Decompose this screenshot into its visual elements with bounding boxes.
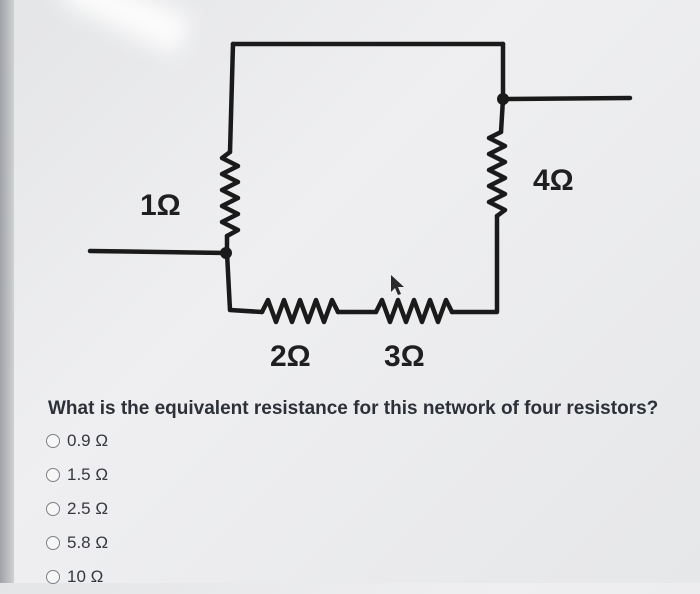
resistor-3-label: 3Ω bbox=[384, 340, 425, 373]
resistor-1-label: 1Ω bbox=[140, 189, 181, 222]
resistor-4-zigzag bbox=[486, 129, 508, 219]
left-input-lead bbox=[87, 248, 230, 256]
circuit-diagram: 1Ω 4Ω 2Ω 3Ω bbox=[87, 41, 633, 373]
answer-option-label: 5.8 Ω bbox=[67, 533, 109, 552]
answer-option-label: 1.5 Ω bbox=[67, 465, 109, 484]
resistor-3-zigzag bbox=[373, 297, 455, 325]
radio-button-icon[interactable] bbox=[46, 468, 60, 482]
left-wire-lower bbox=[224, 233, 265, 315]
radio-button-icon[interactable] bbox=[46, 570, 60, 584]
resistor-4-label: 4Ω bbox=[533, 164, 574, 197]
answer-option-label: 2.5 Ω bbox=[67, 499, 109, 518]
resistor-2-zigzag bbox=[259, 297, 341, 325]
answer-option[interactable]: 2.5 Ω bbox=[46, 492, 108, 526]
right-wire-upper bbox=[498, 41, 506, 135]
answer-option-label: 10 Ω bbox=[67, 567, 104, 586]
answer-option[interactable]: 1.5 Ω bbox=[46, 458, 108, 492]
radio-button-icon[interactable] bbox=[46, 434, 60, 448]
radio-button-icon[interactable] bbox=[46, 502, 60, 516]
mouse-cursor-icon bbox=[391, 275, 404, 295]
right-output-lead bbox=[500, 95, 633, 102]
resistor-1-zigzag bbox=[219, 149, 241, 239]
bottom-right-wire bbox=[449, 213, 500, 315]
question-text: What is the equivalent resistance for th… bbox=[48, 398, 659, 419]
answer-options: 0.9 Ω 1.5 Ω 2.5 Ω 5.8 Ω 10 Ω bbox=[46, 424, 108, 594]
resistor-2-label: 2Ω bbox=[270, 340, 311, 373]
screen-edge bbox=[0, 0, 14, 583]
answer-option-label: 0.9 Ω bbox=[67, 431, 109, 450]
answer-option[interactable]: 10 Ω bbox=[46, 560, 108, 594]
junction-dot-right bbox=[497, 93, 509, 105]
answer-option[interactable]: 0.9 Ω bbox=[46, 424, 108, 458]
answer-option[interactable]: 5.8 Ω bbox=[46, 526, 108, 560]
left-wire-upper bbox=[227, 41, 236, 155]
junction-dot-left bbox=[220, 247, 232, 259]
radio-button-icon[interactable] bbox=[46, 536, 60, 550]
